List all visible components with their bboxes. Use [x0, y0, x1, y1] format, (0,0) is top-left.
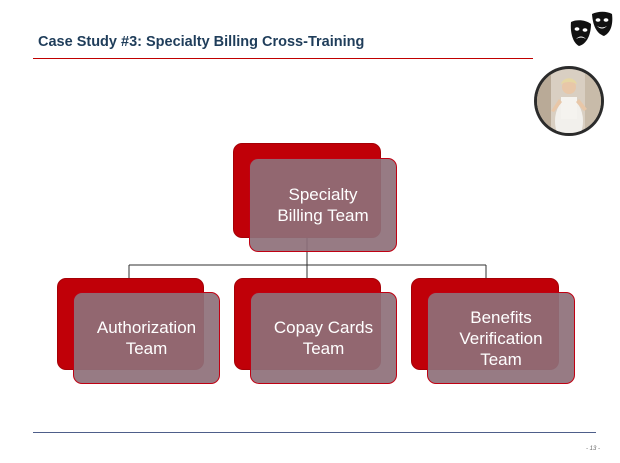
title-underline [33, 58, 533, 59]
org-node-benefits-verification-team: Benefits Verification Team [427, 292, 575, 384]
slide-title: Case Study #3: Specialty Billing Cross-T… [38, 34, 365, 50]
drama-masks-icon [570, 11, 613, 46]
org-node-label: Authorization Team [96, 318, 197, 358]
org-node-copay-cards-team: Copay Cards Team [250, 292, 397, 384]
avatar-photo [534, 66, 604, 136]
org-node-authorization-team: Authorization Team [73, 292, 220, 384]
org-node-label: Copay Cards Team [273, 318, 374, 358]
page-number: - 13 - [586, 446, 601, 452]
org-node-label: Specialty Billing Team [277, 185, 369, 225]
org-node-specialty-billing-team: Specialty Billing Team [249, 158, 397, 252]
footer-divider [33, 432, 596, 433]
org-node-label: Benefits Verification Team [459, 307, 543, 369]
